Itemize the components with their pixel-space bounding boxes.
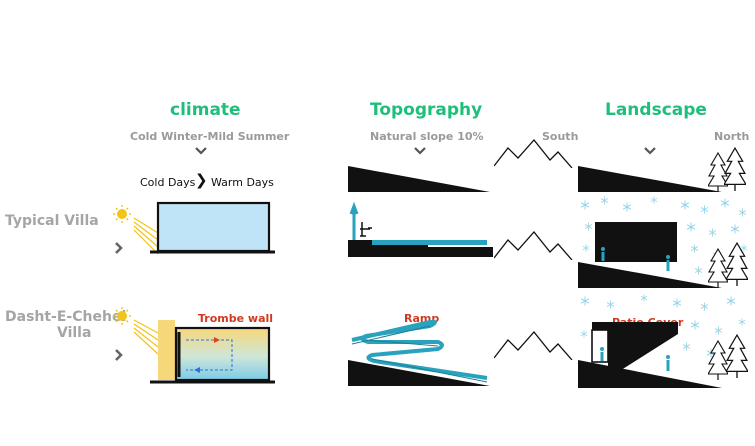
villa-box-dasht [174,326,271,382]
label-south: South [542,130,579,143]
arrow-up-icon [349,201,359,240]
heading-topography: Topography [370,100,483,120]
subtitle-topography: Natural slope 10% [370,130,484,143]
person-icon [666,355,670,371]
heading-landscape: Landscape [605,100,707,120]
pine-tree-icon [708,340,728,380]
label-north: North [714,130,750,143]
row-label-dasht-line1: Dasht-E-Chehel [5,309,127,325]
person-icon [600,347,604,361]
pine-tree-icon [726,242,748,286]
subtitle-climate: Cold Winter-Mild Summer [130,130,290,143]
trombe-glazing [158,320,175,380]
label-trombe-wall: Trombe wall [198,312,274,325]
row-label-dasht-line2: Villa [57,325,92,341]
chevron-down-icon [644,147,656,155]
person-icon [601,247,605,261]
chevron-right-icon [115,349,123,361]
chevron-down-icon [414,147,426,155]
chevron-right-icon: ❯ [195,171,208,189]
pine-tree-icon [724,147,746,191]
person-icon [666,255,670,271]
row-label-typical-villa: Typical Villa [5,213,99,229]
mountain-icon [494,231,573,260]
villa-box-landscape-typical [595,222,677,262]
chevron-down-icon [195,147,207,155]
chevron-right-icon [115,242,123,254]
mountain-icon [494,139,573,168]
sun-icon [113,307,131,325]
mountain-icon [494,331,573,360]
ramp-zigzag [351,319,488,380]
sun-icon [113,205,131,223]
pine-tree-icon [708,248,728,288]
pine-tree-icon [726,334,748,378]
label-warm-days: Warm Days [211,176,274,189]
label-cold-days: Cold Days [140,176,196,189]
heading-climate: climate [170,100,241,120]
patio-cover-roof [592,322,678,372]
villa-box-typical [156,201,271,253]
natural-slope [348,166,490,192]
